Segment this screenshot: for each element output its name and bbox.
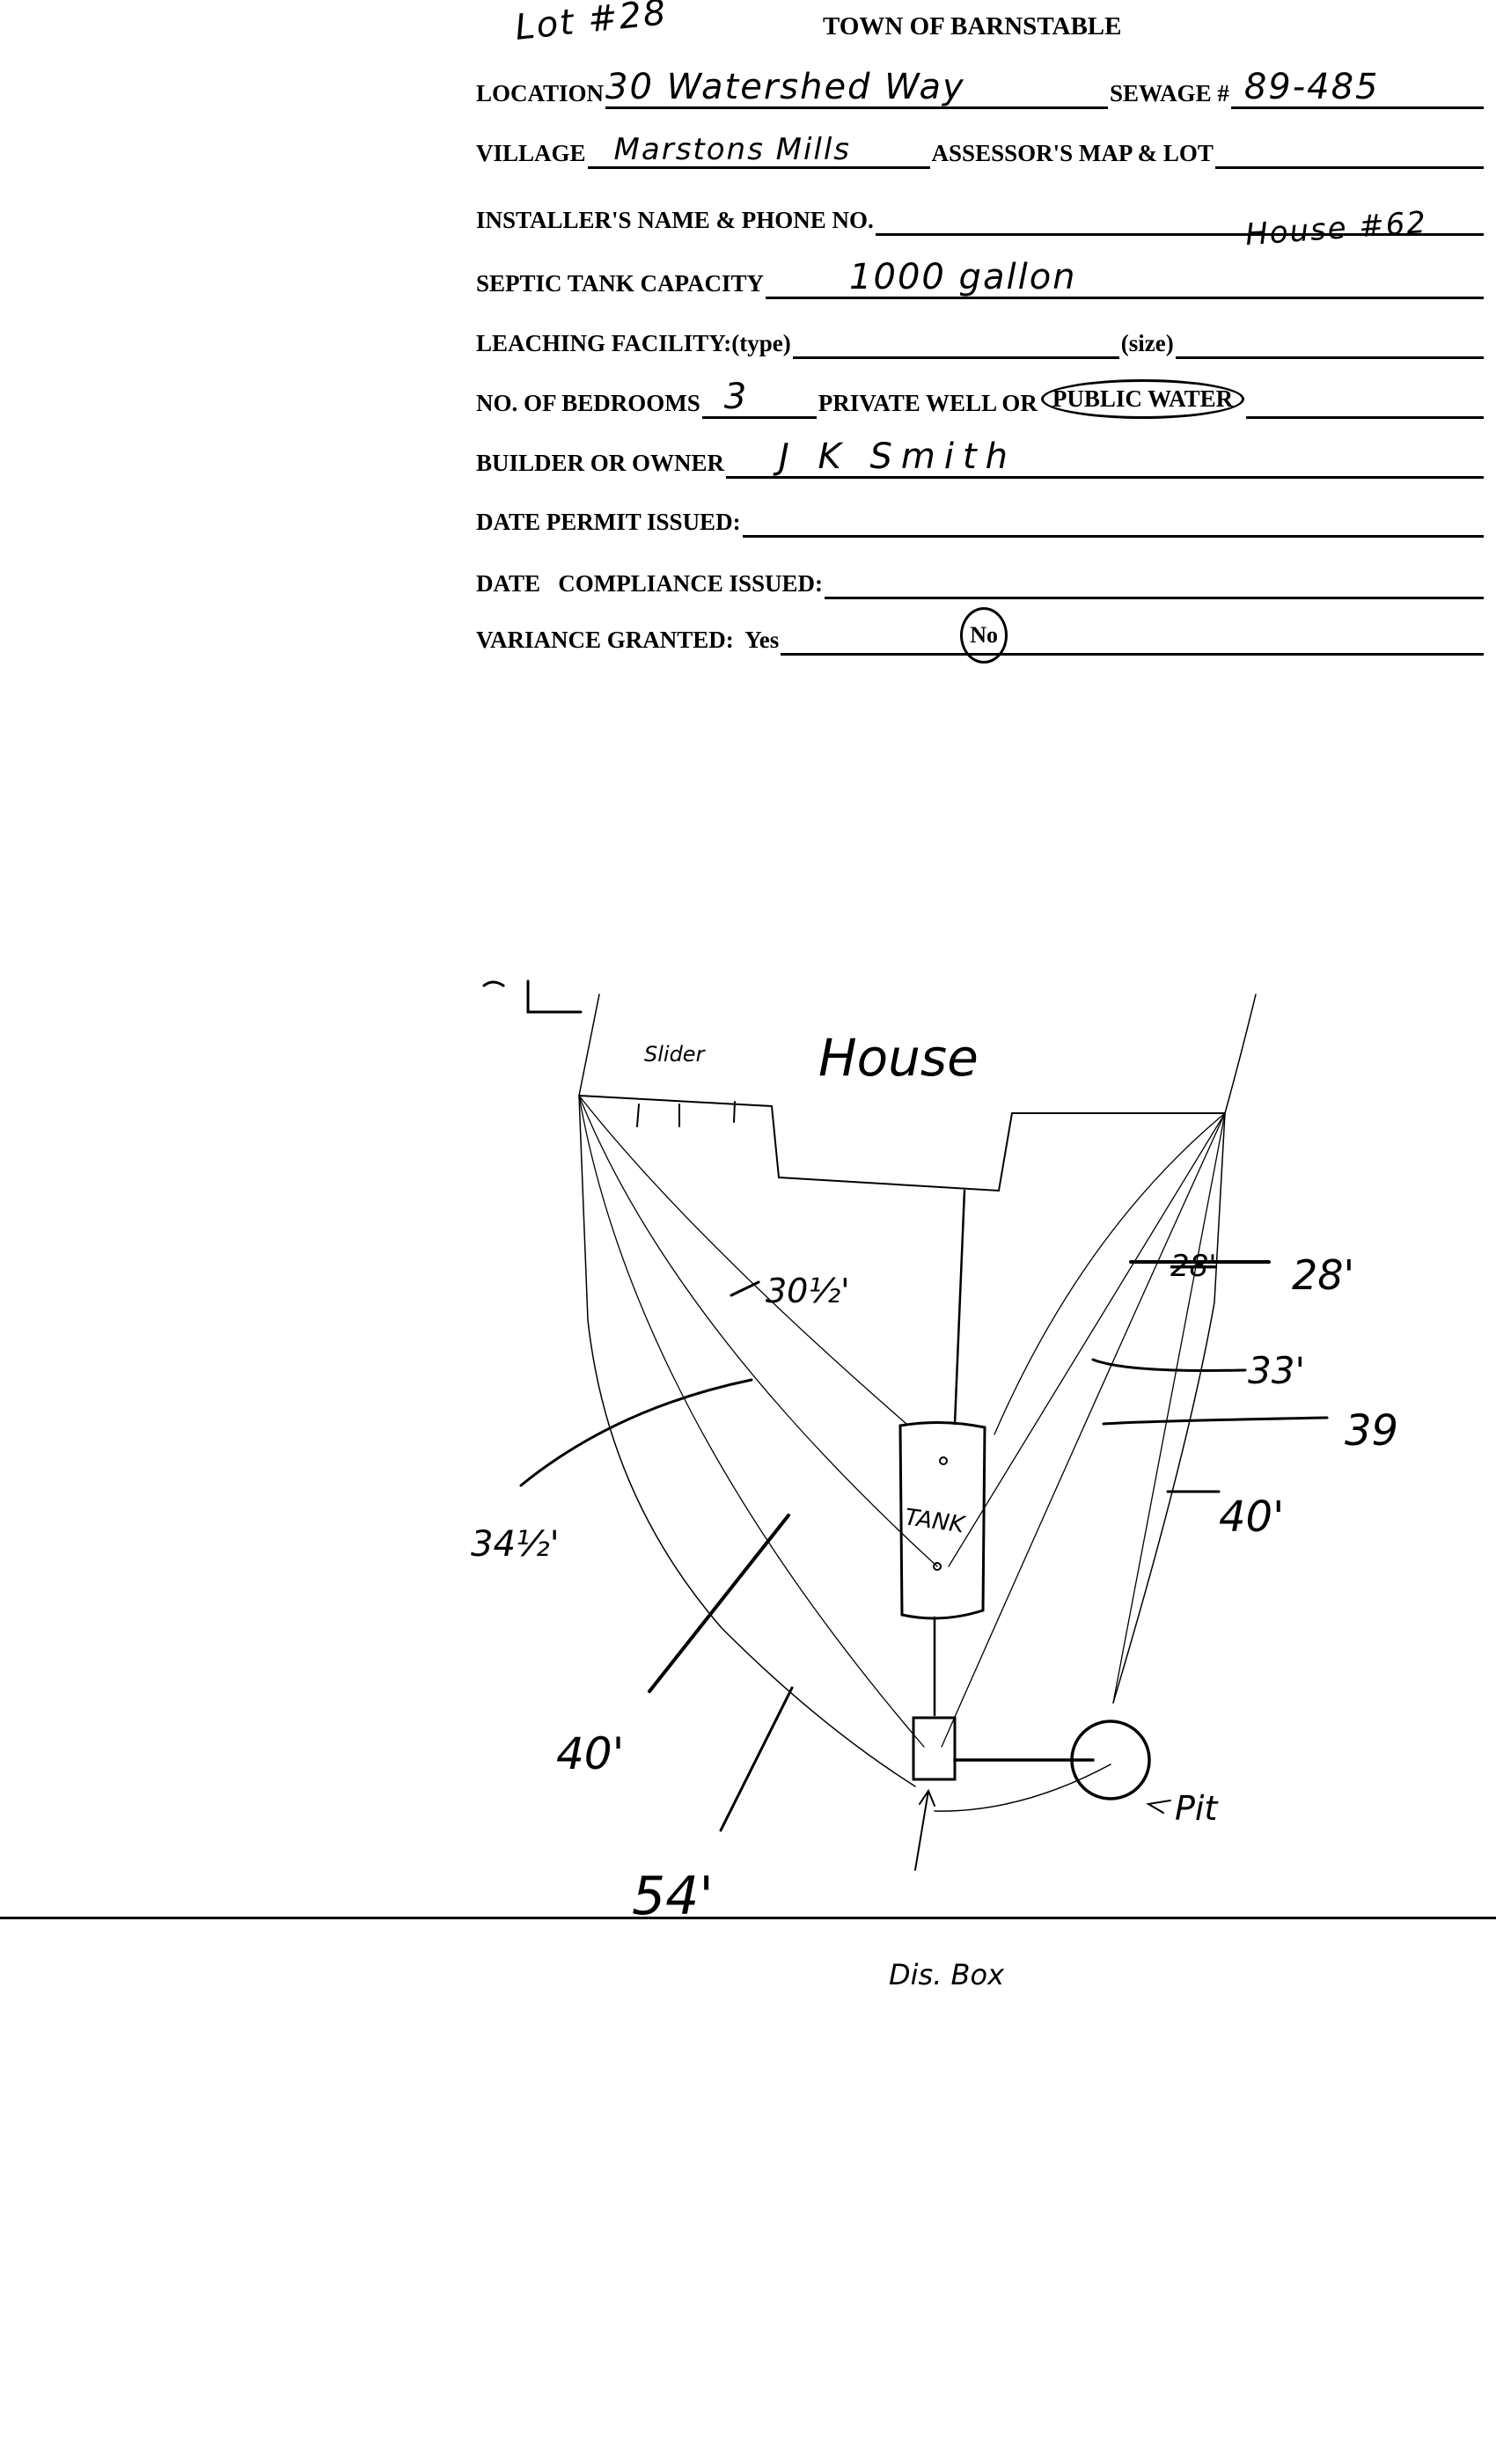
sewage-label: SEWAGE # xyxy=(1110,80,1229,106)
variance-label: VARIANCE GRANTED: Yes xyxy=(476,627,780,653)
builder-value: J K Smith xyxy=(779,436,1017,477)
label-pit: Pit xyxy=(1175,1789,1219,1828)
label-33: 33' xyxy=(1248,1349,1305,1392)
bedrooms-value: 3 xyxy=(723,377,749,417)
sketch-right-boundary xyxy=(1112,994,1257,1704)
sketch-pit xyxy=(1070,1720,1151,1800)
label-dis-box: Dis. Box xyxy=(889,1958,1005,1991)
label-30-5: 30½' xyxy=(766,1272,850,1310)
builder-field[interactable]: J K Smith xyxy=(726,437,1484,479)
leaching-row: LEACHING FACILITY:(type) (size) xyxy=(476,320,1485,359)
leader-34 xyxy=(519,1378,753,1487)
assessor-field[interactable] xyxy=(1214,128,1484,169)
septic-field[interactable]: 1000 gallon xyxy=(766,258,1484,299)
bedrooms-label: NO. OF BEDROOMS xyxy=(476,390,700,416)
variance-no-option[interactable]: No xyxy=(960,607,1008,664)
label-39: 39 xyxy=(1345,1406,1398,1456)
page-title: TOWN OF BARNSTABLE xyxy=(823,12,1122,40)
sketch-left-boundary xyxy=(578,994,916,1787)
leader-40-left xyxy=(648,1514,790,1693)
label-40-left: 40' xyxy=(556,1728,624,1779)
dbox-arrow xyxy=(914,1788,935,1871)
location-field[interactable]: 30 Watershed Way xyxy=(605,67,1109,109)
location-row: LOCATION 30 Watershed Way SEWAGE # 89-48… xyxy=(476,70,1485,109)
installer-field[interactable] xyxy=(875,194,1484,236)
leaching-label: LEACHING FACILITY:(type) xyxy=(476,330,791,356)
label-house: House xyxy=(818,1028,979,1088)
water-label: PRIVATE WELL OR xyxy=(818,390,1038,416)
sketch-pit-return xyxy=(934,1764,1111,1812)
pit-arrow xyxy=(1146,1800,1171,1814)
compliance-label: DATE COMPLIANCE ISSUED: xyxy=(476,570,824,597)
builder-label: BUILDER OR OWNER xyxy=(476,450,725,476)
sewage-field[interactable]: 89-485 xyxy=(1230,67,1484,109)
sketch-measure-lines xyxy=(578,1095,1226,1748)
builder-row: BUILDER OR OWNER J K Smith xyxy=(476,437,1485,479)
sketch-dbox xyxy=(912,1716,957,1781)
sketch-house-outline xyxy=(578,1095,1226,1192)
village-label: VILLAGE xyxy=(476,140,586,166)
location-value: 30 Watershed Way xyxy=(605,67,965,107)
tank-outlet xyxy=(933,1562,942,1571)
permit-field[interactable] xyxy=(742,496,1484,538)
label-28-struck: 28' xyxy=(1170,1249,1217,1284)
permit-row: DATE PERMIT ISSUED: xyxy=(476,499,1485,538)
label-tank: TANK xyxy=(903,1504,967,1538)
leaching-size-label: (size) xyxy=(1120,330,1174,356)
compliance-field[interactable] xyxy=(825,558,1484,599)
assessor-label: ASSESSOR'S MAP & LOT xyxy=(931,140,1214,166)
village-field[interactable]: Marstons Mills xyxy=(587,128,930,169)
label-34-5: 34½' xyxy=(471,1524,560,1565)
leader-39 xyxy=(1102,1416,1329,1426)
sketch-tank xyxy=(898,1420,986,1620)
page-divider xyxy=(0,1917,1496,1919)
leader-33 xyxy=(1091,1358,1247,1372)
location-label: LOCATION xyxy=(476,80,605,106)
sewage-value: 89-485 xyxy=(1243,67,1380,107)
permit-label: DATE PERMIT ISSUED: xyxy=(476,509,741,535)
leader-30 xyxy=(730,1280,760,1297)
label-40-right: 40' xyxy=(1219,1492,1284,1542)
public-water-option[interactable]: PUBLIC WATER xyxy=(1040,379,1245,419)
compliance-row: DATE COMPLIANCE ISSUED: xyxy=(476,561,1485,599)
variance-field[interactable]: No xyxy=(781,607,1484,664)
village-row: VILLAGE Marstons Mills ASSESSOR'S MAP & … xyxy=(476,130,1485,169)
tank-inlet xyxy=(939,1456,948,1465)
water-field[interactable] xyxy=(1246,378,1484,419)
sketch-corner-mark xyxy=(482,979,583,1014)
installer-label: INSTALLER'S NAME & PHONE NO. xyxy=(476,207,874,233)
leaching-type-field[interactable] xyxy=(792,318,1119,359)
bedrooms-row: NO. OF BEDROOMS 3 PRIVATE WELL OR PUBLIC… xyxy=(476,377,1485,419)
sketch-slider-ticks xyxy=(636,1101,736,1127)
leader-54 xyxy=(719,1686,794,1832)
leaching-size-field[interactable] xyxy=(1175,318,1484,359)
septic-label: SEPTIC TANK CAPACITY xyxy=(476,270,765,297)
sketch-house-to-tank xyxy=(953,1189,966,1426)
bedrooms-field[interactable]: 3 xyxy=(701,377,817,419)
label-slider: Slider xyxy=(644,1042,707,1067)
variance-row: VARIANCE GRANTED: Yes No xyxy=(476,607,1485,664)
septic-row: SEPTIC TANK CAPACITY 1000 gallon xyxy=(476,260,1485,299)
label-28: 28' xyxy=(1292,1251,1354,1299)
septic-value: 1000 gallon xyxy=(849,257,1077,297)
village-value: Marstons Mills xyxy=(613,132,851,167)
installer-row: INSTALLER'S NAME & PHONE NO. xyxy=(476,197,1485,236)
